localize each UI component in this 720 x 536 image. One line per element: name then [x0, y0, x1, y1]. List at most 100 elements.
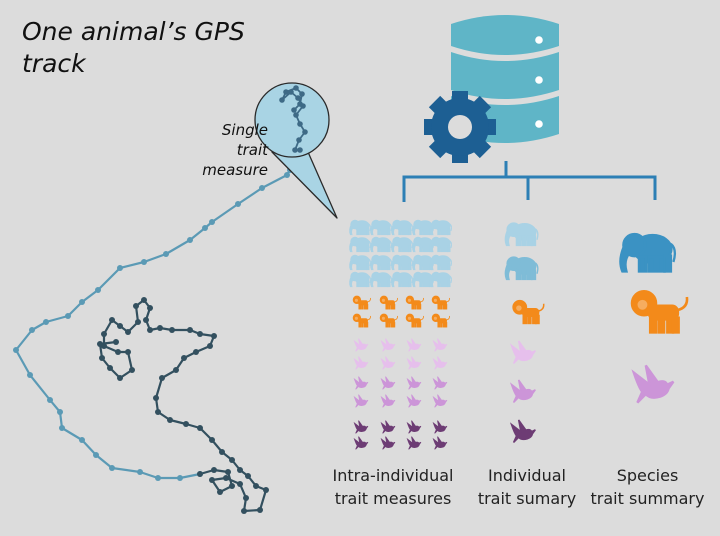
gps-fix-point	[177, 475, 183, 481]
connector-bracket	[402, 161, 657, 202]
gps-fix-point	[47, 397, 53, 403]
gps-fix-point	[187, 237, 193, 243]
hummingbird-icon	[407, 436, 422, 450]
elephant-icon	[430, 271, 453, 288]
gps-fix-point	[197, 331, 203, 337]
lion-icon	[379, 313, 398, 328]
gps-fix-point	[217, 489, 223, 495]
title-line-2: track	[22, 49, 86, 78]
gps-fix-point	[263, 487, 269, 493]
gps-fix-point	[163, 251, 169, 257]
gps-fix-point	[296, 137, 302, 143]
gps-fix-point	[193, 349, 199, 355]
gear-icon	[424, 91, 496, 163]
gps-fix-point	[293, 112, 299, 118]
gps-fix-point	[13, 347, 19, 353]
gps-fix-point	[211, 467, 217, 473]
hummingbird-icon	[407, 420, 422, 434]
lion-icon	[352, 295, 371, 310]
hummingbird-icon	[433, 420, 448, 434]
gps-fix-point	[297, 101, 303, 107]
gps-fix-point	[57, 409, 63, 415]
gps-fix-point	[117, 375, 123, 381]
gps-fix-point	[209, 477, 215, 483]
gps-fix-point	[147, 327, 153, 333]
elephant-icon	[430, 219, 453, 236]
gps-fix-point	[125, 329, 131, 335]
elephant-icon	[391, 236, 414, 253]
elephant-icon	[504, 222, 539, 247]
gps-fix-point	[109, 317, 115, 323]
gps-fix-point	[292, 147, 298, 153]
gps-fix-point	[291, 107, 297, 113]
gps-track-zoom	[279, 85, 308, 153]
gps-fix-point	[137, 469, 143, 475]
gps-fix-point	[115, 349, 121, 355]
gps-fix-point	[147, 305, 153, 311]
column-label-line-1: Individual	[488, 466, 566, 485]
hummingbird-icon	[433, 356, 448, 370]
gps-fix-point	[283, 89, 289, 95]
hummingbird-icon	[354, 338, 369, 352]
elephant-icon	[391, 254, 414, 271]
gps-fix-point	[243, 495, 249, 501]
hummingbird-icon	[433, 436, 448, 450]
gps-fix-point	[107, 365, 113, 371]
gps-fix-point	[135, 319, 141, 325]
gps-fix-point	[79, 299, 85, 305]
gps-fix-point	[109, 465, 115, 471]
gps-fix-point	[299, 91, 305, 97]
gps-fix-point	[257, 507, 263, 513]
gps-fix-point	[113, 339, 119, 345]
lion-icon	[405, 295, 424, 310]
hummingbird-icon	[354, 356, 369, 370]
animal-icons	[349, 219, 689, 450]
column-label-line-2: trait summary	[590, 489, 705, 508]
gps-fix-point	[211, 333, 217, 339]
gps-fix-point	[167, 417, 173, 423]
gps-fix-point	[187, 327, 193, 333]
gps-fix-point	[253, 483, 259, 489]
elephant-icon	[370, 236, 393, 253]
gps-fix-point	[153, 395, 159, 401]
hummingbird-icon	[433, 338, 448, 352]
lion-icon	[352, 313, 371, 328]
gps-fix-point	[159, 375, 165, 381]
gps-fix-point	[93, 452, 99, 458]
column-label-line-1: Species	[616, 466, 679, 485]
gps-fix-point	[29, 327, 35, 333]
column-label-individual: Individual trait sumary	[472, 464, 582, 510]
title-line-1: One animal’s GPS	[22, 17, 245, 46]
gps-fix-point	[279, 97, 285, 103]
hummingbird-icon	[354, 420, 369, 434]
elephant-icon	[504, 256, 539, 281]
hummingbird-icon	[510, 379, 537, 404]
elephant-icon	[349, 254, 372, 271]
gps-fix-point	[133, 303, 139, 309]
lion-icon	[405, 313, 424, 328]
gps-fix-point	[169, 327, 175, 333]
gps-fix-point	[143, 317, 149, 323]
gps-fix-point	[95, 287, 101, 293]
gps-fix-point	[207, 343, 213, 349]
gps-fix-point	[241, 508, 247, 514]
gps-fix-point	[27, 372, 33, 378]
hummingbird-icon	[407, 394, 422, 408]
elephant-icon	[349, 219, 372, 236]
hummingbird-icon	[407, 376, 422, 390]
gps-fix-point	[59, 425, 65, 431]
gps-fix-point	[79, 437, 85, 443]
gps-fix-point	[209, 437, 215, 443]
gps-fix-point	[209, 219, 215, 225]
elephant-icon	[619, 232, 677, 273]
lion-icon	[431, 295, 450, 310]
gps-fix-point	[197, 471, 203, 477]
callout-line-1: Single	[221, 121, 268, 139]
elephant-icon	[391, 219, 414, 236]
elephant-icon	[430, 236, 453, 253]
gps-fix-point	[117, 323, 123, 329]
gps-fix-point	[237, 467, 243, 473]
gps-fix-point	[155, 409, 161, 415]
hummingbird-icon	[354, 376, 369, 390]
gps-fix-point	[117, 265, 123, 271]
